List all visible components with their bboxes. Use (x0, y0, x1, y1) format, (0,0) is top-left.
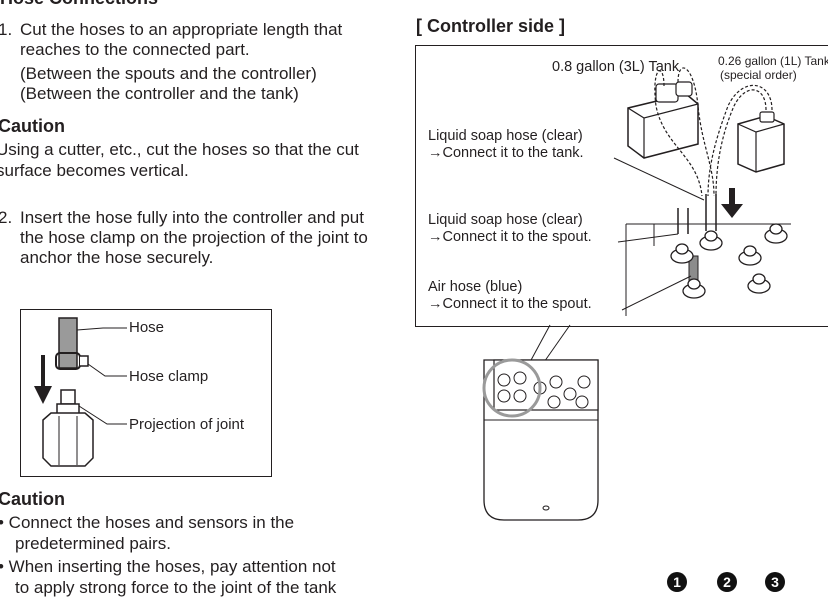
tank-small-label: 0.26 gallon (1L) Tank (718, 54, 828, 68)
caution-heading: Caution (0, 489, 65, 509)
badge-2: 2 (717, 572, 737, 592)
step-number: 1. (0, 20, 13, 39)
controller-title: [ Controller side ] (416, 16, 566, 36)
soap-spout-label: Liquid soap hose (clear) (428, 212, 583, 228)
air-hose-instruction: →Connect it to the spout. (428, 296, 592, 312)
hose-clamp-label: Hose clamp (129, 368, 209, 385)
hose-label: Hose (129, 319, 165, 336)
hose-figure: Hose Hose clamp Projection of joint (20, 309, 272, 477)
controller-illustration (613, 67, 791, 316)
badge-3: 3 (765, 572, 785, 592)
hose-illustration (34, 317, 127, 467)
section-title: Hose Connections (0, 0, 158, 9)
soap-tank-instruction: →Connect it to the tank. (428, 145, 584, 161)
air-hose-label: Air hose (blue) (428, 279, 523, 295)
caution-bullet-cont: predetermined pairs. (15, 534, 171, 553)
step-1: 1. Cut the hoses to an appropriate lengt… (0, 20, 400, 110)
controller-overview (482, 324, 599, 521)
badge-1: 1 (667, 572, 687, 592)
step-text: Cut the hoses to an appropriate length t… (20, 20, 343, 59)
caution-bullet: • When inserting the hoses, pay attentio… (0, 557, 336, 576)
joint-label: Projection of joint (129, 416, 245, 433)
step-2: 2. Insert the hose fully into the contro… (0, 208, 400, 278)
caution-heading: Caution (0, 116, 65, 136)
caution-bullet: • Connect the hoses and sensors in the (0, 513, 295, 532)
tank-large-label: 0.8 gallon (3L) Tank (552, 59, 680, 75)
soap-spout-instruction: →Connect it to the spout. (428, 229, 592, 245)
step-number: 2. (0, 208, 13, 227)
caution-text: Using a cutter, etc., cut the hoses so t… (0, 140, 359, 180)
tank-small-note: (special order) (720, 68, 797, 82)
step-note: (Between the controller and the tank) (20, 84, 299, 103)
step-text: Insert the hose fully into the controlle… (20, 208, 368, 267)
controller-detail-panel: 0.8 gallon (3L) Tank 0.26 gallon (1L) Ta… (415, 45, 828, 327)
caution-bullet-cont: to apply strong force to the joint of th… (15, 578, 337, 597)
soap-tank-label: Liquid soap hose (clear) (428, 128, 583, 144)
step-note: (Between the spouts and the controller) (20, 64, 317, 83)
